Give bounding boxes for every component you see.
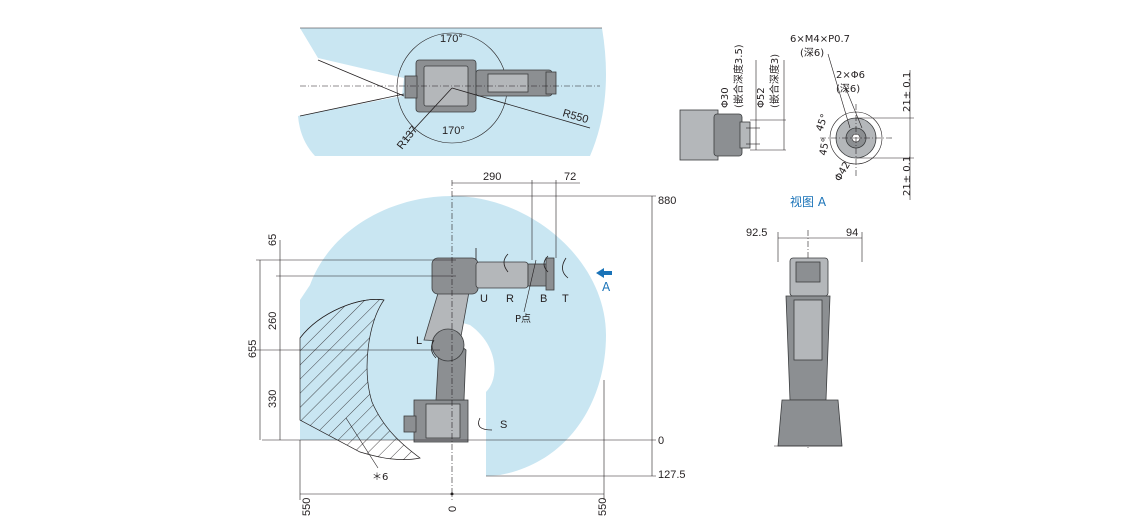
angle-b: 45° bbox=[818, 137, 832, 156]
dim-330: 330 bbox=[267, 390, 279, 408]
top-view: 170° 170° R137 R550 bbox=[298, 27, 606, 156]
dim-0-bottom: 0 bbox=[447, 506, 459, 512]
phi52-note: (嵌合深度3) bbox=[768, 54, 781, 108]
view-a-caption: 视图 A bbox=[790, 194, 827, 209]
axis-s-label: S bbox=[500, 419, 507, 431]
flange-view: Φ30 (嵌合深度3.5) Φ52 (嵌合深度3) 6×M4×P0.7 (深6)… bbox=[679, 34, 914, 209]
note-6: ＊6 bbox=[372, 472, 388, 483]
dim-550-right: 550 bbox=[597, 498, 609, 516]
dim-127-5: 127.5 bbox=[658, 469, 686, 481]
dim-65: 65 bbox=[267, 234, 279, 246]
tol-lower: 21± 0.1 bbox=[902, 156, 913, 196]
phi42-label: Φ42 bbox=[833, 160, 853, 183]
phi52-label: Φ52 bbox=[756, 87, 767, 108]
phi30-label: Φ30 bbox=[720, 87, 731, 108]
phi30-note: (嵌合深度3.5) bbox=[732, 44, 745, 108]
tol-upper: 21± 0.1 bbox=[902, 72, 913, 112]
view-a-arrow bbox=[596, 268, 612, 278]
axis-t-label: T bbox=[562, 293, 569, 305]
axis-r-label: R bbox=[506, 293, 514, 305]
top-angle-lower: 170° bbox=[442, 125, 465, 137]
dim-655: 655 bbox=[247, 340, 259, 358]
axis-l-label: L bbox=[416, 335, 422, 347]
dim-290: 290 bbox=[483, 171, 501, 183]
phi6-label: 2×Φ6 bbox=[836, 70, 865, 81]
view-a-arrow-label: A bbox=[602, 280, 611, 294]
axis-b-label: B bbox=[540, 293, 547, 305]
top-angle-upper: 170° bbox=[440, 33, 463, 45]
p-point-label: P点 bbox=[515, 313, 531, 325]
m4-note: (深6) bbox=[800, 47, 824, 59]
back-view: 92.5 94 bbox=[746, 227, 863, 450]
m4-label: 6×M4×P0.7 bbox=[790, 34, 850, 45]
dim-92-5: 92.5 bbox=[746, 227, 767, 239]
side-view: U R B T L S P点 A 290 72 880 0 127.5 65 2… bbox=[247, 171, 686, 516]
dim-260: 260 bbox=[267, 312, 279, 330]
dim-0-right: 0 bbox=[658, 435, 664, 447]
dim-94: 94 bbox=[846, 227, 858, 239]
dim-880: 880 bbox=[658, 195, 676, 207]
dim-550-left: 550 bbox=[301, 498, 313, 516]
side-view-robot bbox=[403, 257, 555, 443]
dim-72: 72 bbox=[564, 171, 576, 183]
angle-a: 45° bbox=[814, 113, 830, 133]
axis-u-label: U bbox=[480, 293, 488, 305]
phi6-note: (深6) bbox=[836, 83, 860, 95]
